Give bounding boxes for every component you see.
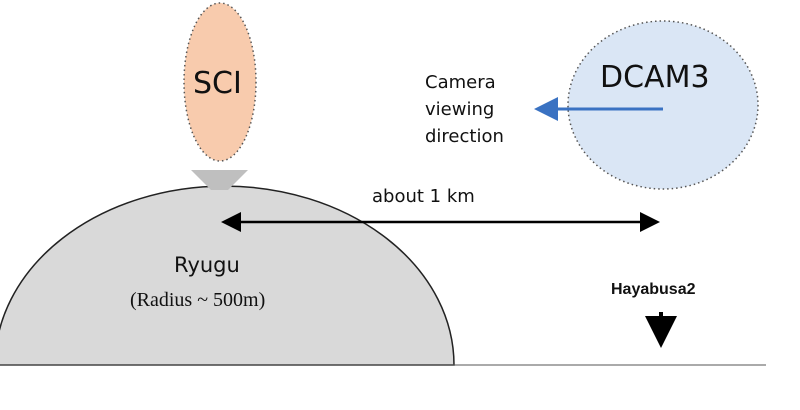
dcam3-ellipse	[567, 20, 759, 190]
ryugu-label: Ryugu	[174, 253, 240, 277]
camera-direction-line-2: viewing	[425, 99, 495, 120]
distance-label: about 1 km	[372, 186, 475, 207]
dcam3-label: DCAM3	[600, 60, 710, 95]
sci-ellipse	[183, 2, 257, 162]
camera-direction-label: Camera viewing direction	[425, 69, 504, 150]
sci-label: SCI	[193, 66, 242, 101]
camera-direction-line-1: Camera	[425, 72, 496, 93]
sci-impactor-cone	[191, 170, 248, 190]
camera-direction-line-3: direction	[425, 126, 504, 147]
radius-label: (Radius ~ 500m)	[130, 289, 266, 311]
hayabusa2-label: Hayabusa2	[611, 281, 696, 298]
